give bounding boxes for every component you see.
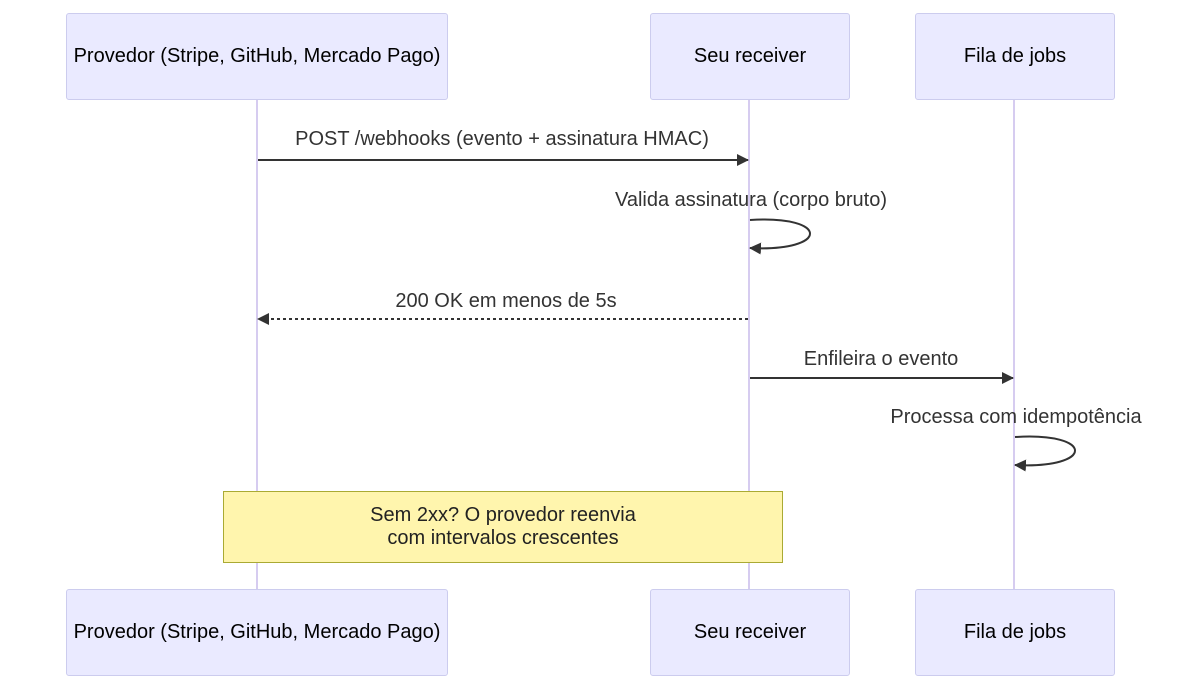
actor-queue-top: Fila de jobs	[915, 13, 1115, 100]
message-label-enqueue: Enfileira o evento	[803, 348, 959, 370]
retry-note-line-1: Sem 2xx? O provedor reenvia	[370, 504, 636, 526]
actor-queue-bottom: Fila de jobs	[915, 589, 1115, 676]
retry-note: Sem 2xx? O provedor reenvia com interval…	[223, 491, 783, 563]
actor-receiver-bottom: Seu receiver	[650, 589, 850, 676]
retry-note-line-2: com intervalos crescentes	[387, 527, 619, 549]
lifeline-receiver	[748, 99, 750, 590]
actor-receiver-top: Seu receiver	[650, 13, 850, 100]
actor-provider-top: Provedor (Stripe, GitHub, Mercado Pago)	[66, 13, 448, 100]
lifeline-queue	[1013, 99, 1015, 590]
message-label-validate: Valida assinatura (corpo bruto)	[615, 189, 887, 211]
self-arrow-process	[1014, 435, 1076, 472]
actor-provider-bottom: Provedor (Stripe, GitHub, Mercado Pago)	[66, 589, 448, 676]
lifeline-provider	[256, 99, 258, 590]
message-label-process: Processa com idempotência	[890, 406, 1142, 428]
message-label-post-webhooks: POST /webhooks (evento + assinatura HMAC…	[295, 128, 709, 150]
message-label-200-ok: 200 OK em menos de 5s	[395, 290, 617, 312]
self-arrow-validate	[749, 218, 811, 255]
